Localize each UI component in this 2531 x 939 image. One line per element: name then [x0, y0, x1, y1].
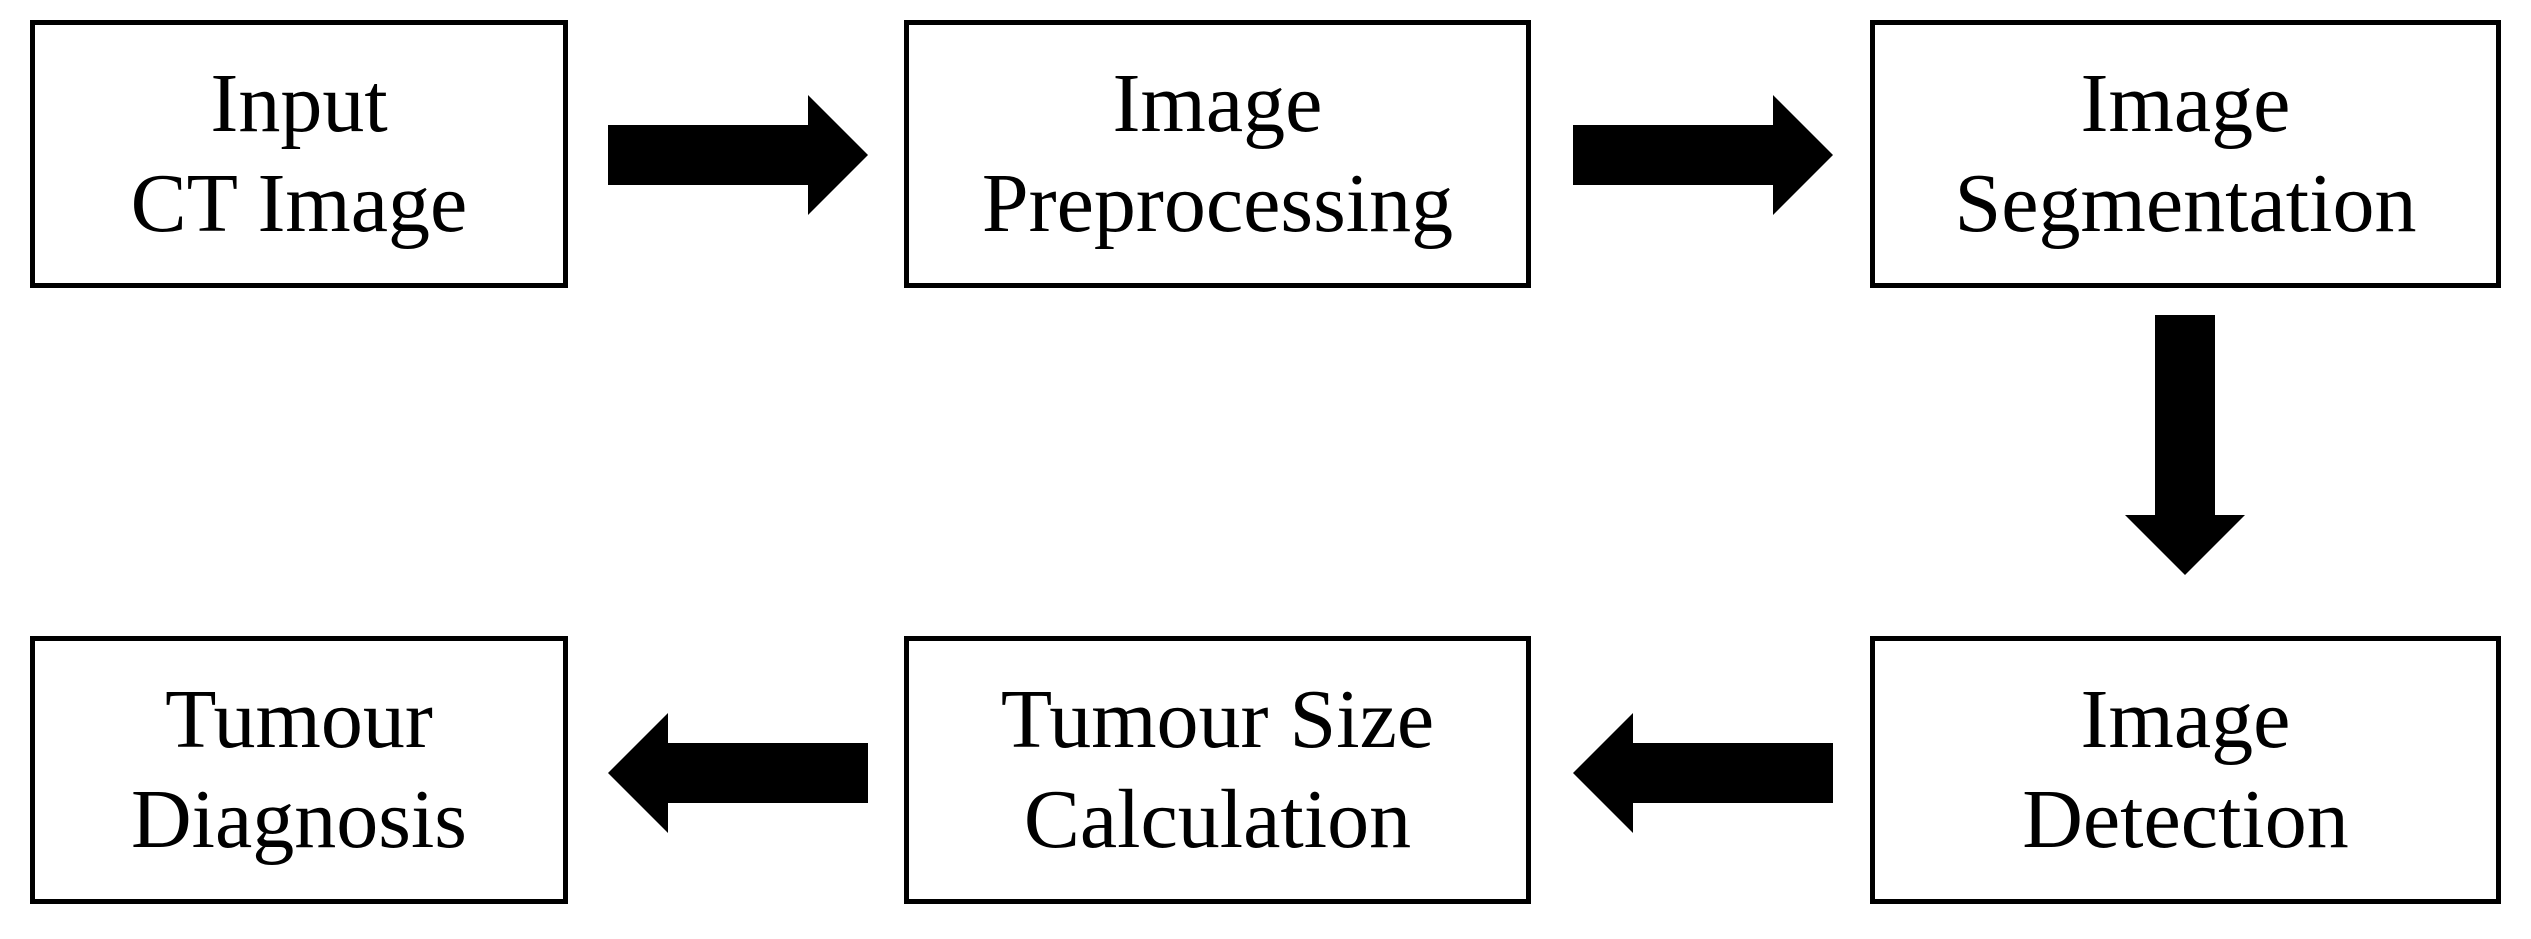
node-label-line: Calculation	[1023, 773, 1412, 866]
node-label-line: Diagnosis	[131, 773, 467, 866]
arrow-left-icon	[608, 713, 868, 833]
arrow-down-icon	[2125, 315, 2245, 575]
node-image-preprocessing: Image Preprocessing	[904, 20, 1531, 288]
node-image-detection: Image Detection	[1870, 636, 2501, 904]
node-label-line: Image	[2080, 57, 2291, 150]
arrow-right-icon	[608, 95, 868, 215]
node-tumour-diagnosis: Tumour Diagnosis	[30, 636, 568, 904]
node-image-segmentation: Image Segmentation	[1870, 20, 2501, 288]
node-label-line: Tumour	[165, 673, 433, 766]
arrow-left-icon	[1573, 713, 1833, 833]
node-label-line: Detection	[2022, 773, 2349, 866]
node-label-line: Preprocessing	[981, 157, 1454, 250]
node-input-ct-image: Input CT Image	[30, 20, 568, 288]
arrow-right-icon	[1573, 95, 1833, 215]
node-label-line: Segmentation	[1954, 157, 2417, 250]
node-label-line: Image	[2080, 673, 2291, 766]
node-label-line: Image	[1112, 57, 1323, 150]
node-tumour-size-calculation: Tumour Size Calculation	[904, 636, 1531, 904]
node-label-line: Input	[210, 57, 388, 150]
node-label-line: CT Image	[130, 157, 468, 250]
node-label-line: Tumour Size	[1000, 673, 1435, 766]
